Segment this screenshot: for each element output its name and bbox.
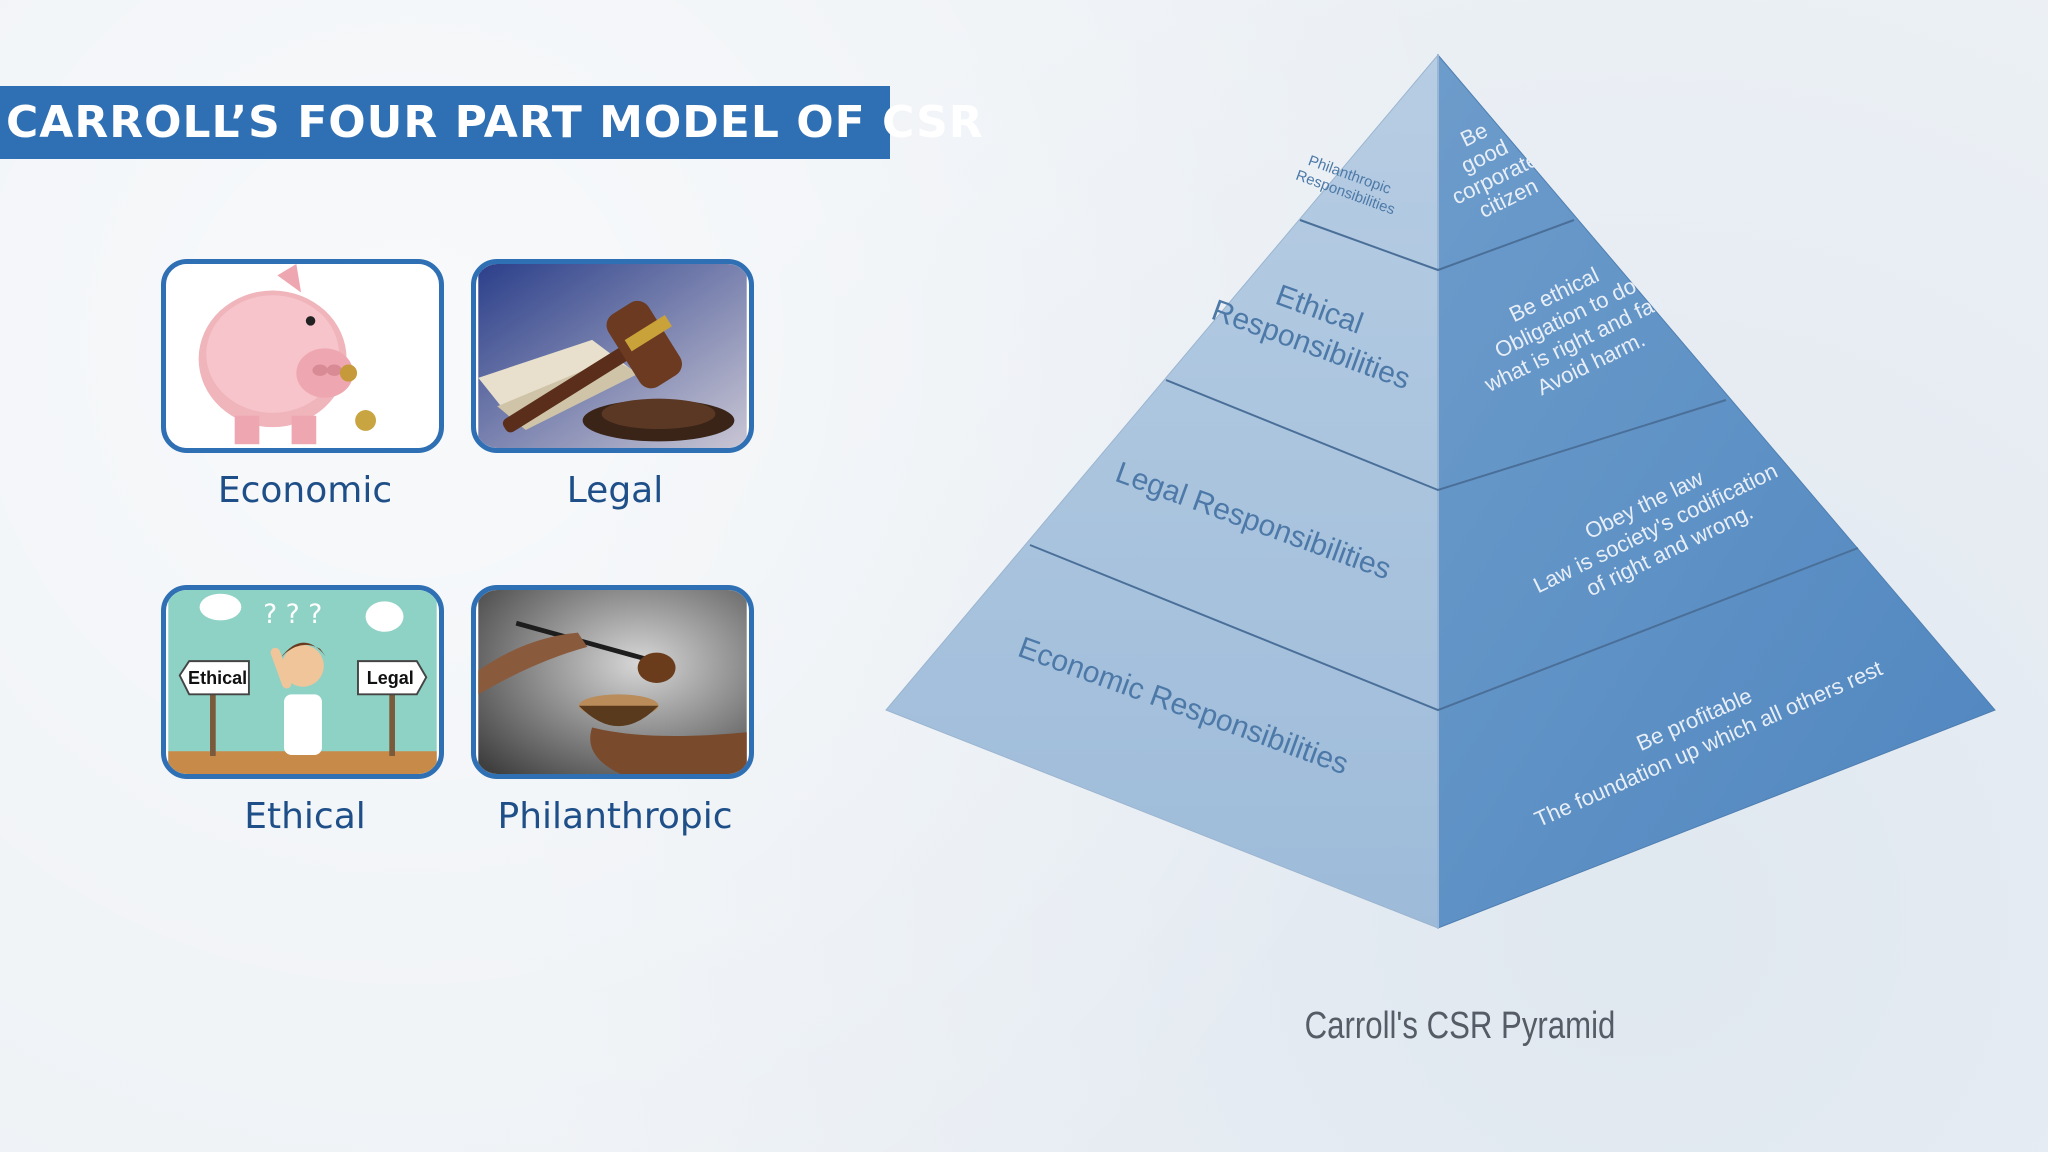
legal-card (471, 259, 754, 453)
pyramid-caption: Carroll's CSR Pyramid (1304, 1005, 1616, 1047)
ladle-bowl-icon (478, 590, 747, 774)
gavel-icon (478, 264, 747, 448)
layer-divider-2 (1165, 379, 1727, 492)
title-banner: CARROLL’S FOUR PART MODEL OF CSR (0, 86, 983, 159)
svg-text:? ? ?: ? ? ? (263, 599, 322, 630)
layer-divider-1 (1299, 219, 1575, 272)
economic-card (161, 259, 444, 453)
crossroads-icon: ? ? ? Ethical Legal (168, 590, 437, 774)
svg-text:Be good corporate: Be good corporate citizen (1427, 100, 1559, 231)
sign-ethical-label: Ethical (188, 668, 247, 688)
card-label-legal: Legal (566, 470, 664, 511)
card-label-ethical: Ethical (244, 796, 366, 837)
card-label-philanthropic: Philanthropic (497, 796, 733, 837)
page-title: CARROLL’S FOUR PART MODEL OF CSR (6, 97, 984, 148)
philanthropic-card (471, 585, 754, 779)
csr-pyramid-svg: Philanthropic Responsibilities Ethical R… (885, 53, 1996, 929)
ethical-card: ? ? ? Ethical Legal (161, 585, 444, 779)
piggy-bank-icon (168, 264, 437, 448)
layer-divider-3 (1029, 544, 1859, 712)
sign-legal-label: Legal (367, 668, 414, 688)
card-label-economic: Economic (217, 470, 393, 511)
csr-pyramid: Philanthropic Responsibilities Ethical R… (880, 40, 2010, 940)
